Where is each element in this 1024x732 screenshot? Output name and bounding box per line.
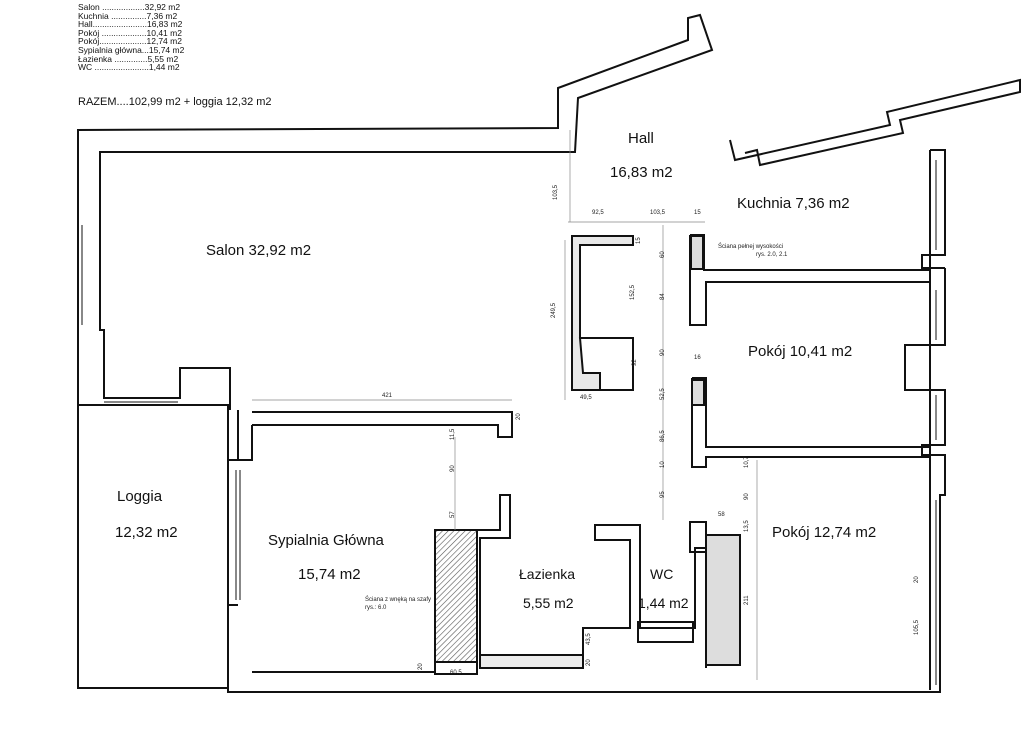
legend-row: Pokój....................12,74 m2	[78, 37, 184, 46]
total-area: RAZEM....102,99 m2 + loggia 12,32 m2	[78, 96, 272, 108]
dimension-label: 16	[694, 355, 701, 361]
dimension-label: 211	[744, 595, 750, 605]
dimension-label: 58	[718, 512, 725, 518]
outer-walls	[77, 13, 1021, 693]
room-label-lazienka: Łazienka	[519, 566, 576, 582]
legend-area: 32,92 m2	[144, 2, 181, 12]
dimension-label: 15	[636, 237, 642, 244]
legend-room: Pokój....................	[78, 36, 147, 47]
legend-row: WC .......................1,44 m2	[78, 63, 184, 72]
legend-area: 1,44 m2	[148, 62, 180, 73]
room-label-kuchnia: Kuchnia 7,36 m2	[737, 195, 850, 212]
legend-room: Salon ..................	[78, 2, 145, 12]
dimension-label: 103,5	[650, 210, 666, 216]
legend-room: Pokój ...................	[78, 27, 147, 38]
note-niche-wall: Ściana z wnęką na szafy rys.: 6.0	[365, 596, 431, 612]
legend-row: Kuchnia ...............7,36 m2	[78, 10, 184, 21]
room-label-wc: WC	[650, 566, 674, 582]
note-full-wall: Ściana pełnej wysokości rys. 2.0, 2.1	[718, 243, 787, 259]
dimension-label: 20	[914, 576, 920, 583]
legend-row: Hall.......................16,83 m2	[78, 20, 184, 29]
dimension-label: 10	[660, 461, 666, 468]
legend-area: 16,83 m2	[146, 19, 183, 30]
room-label-pokoj-2: Pokój 12,74 m2	[772, 524, 877, 541]
room-area-sypialnia: 15,74 m2	[298, 566, 361, 583]
dimension-label: 95	[660, 491, 666, 498]
dimension-label: 20	[516, 413, 522, 420]
dimension-label: 20	[418, 663, 424, 670]
dimension-label: 90	[450, 465, 456, 472]
dimension-label: 86,5	[660, 430, 666, 442]
legend-room: Sypialnia główna...	[78, 44, 149, 55]
note-ref: rys. 2.0, 2.1	[756, 252, 788, 258]
dimension-label: 57	[450, 511, 456, 518]
legend-room: WC .......................	[78, 62, 149, 73]
legend-row: Salon ..................32,92 m2	[78, 3, 184, 12]
legend-area: 12,74 m2	[146, 36, 182, 47]
room-area-hall: 16,83 m2	[610, 164, 673, 181]
room-label-salon: Salon 32,92 m2	[206, 242, 312, 259]
dimension-label: 11,5	[450, 428, 456, 440]
dimension-label: 13,5	[744, 520, 750, 532]
legend-row: Łazienka ..............5,55 m2	[78, 53, 184, 64]
dimension-label: 105,5	[914, 619, 920, 635]
dimension-label: 152,5	[630, 284, 636, 300]
room-label-sypialnia: Sypialnia Główna	[268, 532, 384, 549]
dimension-label: 421	[382, 393, 393, 399]
room-label-loggia: Loggia	[117, 488, 163, 505]
dimension-label: 43,5	[586, 633, 592, 645]
dimension-label: 60,5	[450, 670, 462, 676]
dimension-label: 92	[632, 359, 638, 366]
note-ref: rys.: 6.0	[365, 605, 387, 611]
dimension-label: 90	[744, 493, 750, 500]
legend-area: 10,41 m2	[146, 27, 182, 38]
dimension-label: 52,5	[660, 388, 666, 400]
dimension-lines	[252, 130, 758, 680]
legend-row: Pokój ...................10,41 m2	[78, 27, 184, 38]
note-text: Ściana z wnęką na szafy	[365, 597, 432, 603]
room-area-lazienka: 5,55 m2	[523, 595, 574, 611]
legend-room: Kuchnia ...............	[78, 10, 147, 21]
legend-area: 15,74 m2	[148, 44, 185, 55]
room-label-hall: Hall	[628, 130, 654, 147]
note-text: Ściana pełnej wysokości	[718, 244, 784, 250]
dimension-label: 90	[660, 349, 666, 356]
dimension-label: 20	[586, 659, 592, 666]
dimension-label: 10,7	[744, 456, 750, 468]
dimension-label: 49,5	[580, 395, 592, 401]
dimension-label: 15	[694, 210, 701, 216]
legend-area: 5,55 m2	[147, 53, 179, 64]
legend-room: Hall.......................	[78, 19, 147, 30]
dimension-label: 103,5	[553, 184, 559, 200]
legend-area: 7,36 m2	[146, 10, 178, 21]
dimension-label: 249,5	[551, 302, 557, 318]
dimension-label: 92,5	[592, 210, 604, 216]
legend-room: Łazienka ..............	[78, 53, 148, 64]
room-area-wc: 1,44 m2	[638, 595, 689, 611]
dimension-label: 84	[660, 293, 666, 300]
legend-row: Sypialnia główna...15,74 m2	[78, 46, 184, 55]
dimension-label: 60	[660, 251, 666, 258]
room-label-pokoj-1: Pokój 10,41 m2	[748, 343, 853, 360]
area-legend: Salon ..................32,92 m2 Kuchnia…	[78, 3, 184, 72]
room-area-loggia: 12,32 m2	[115, 524, 178, 541]
